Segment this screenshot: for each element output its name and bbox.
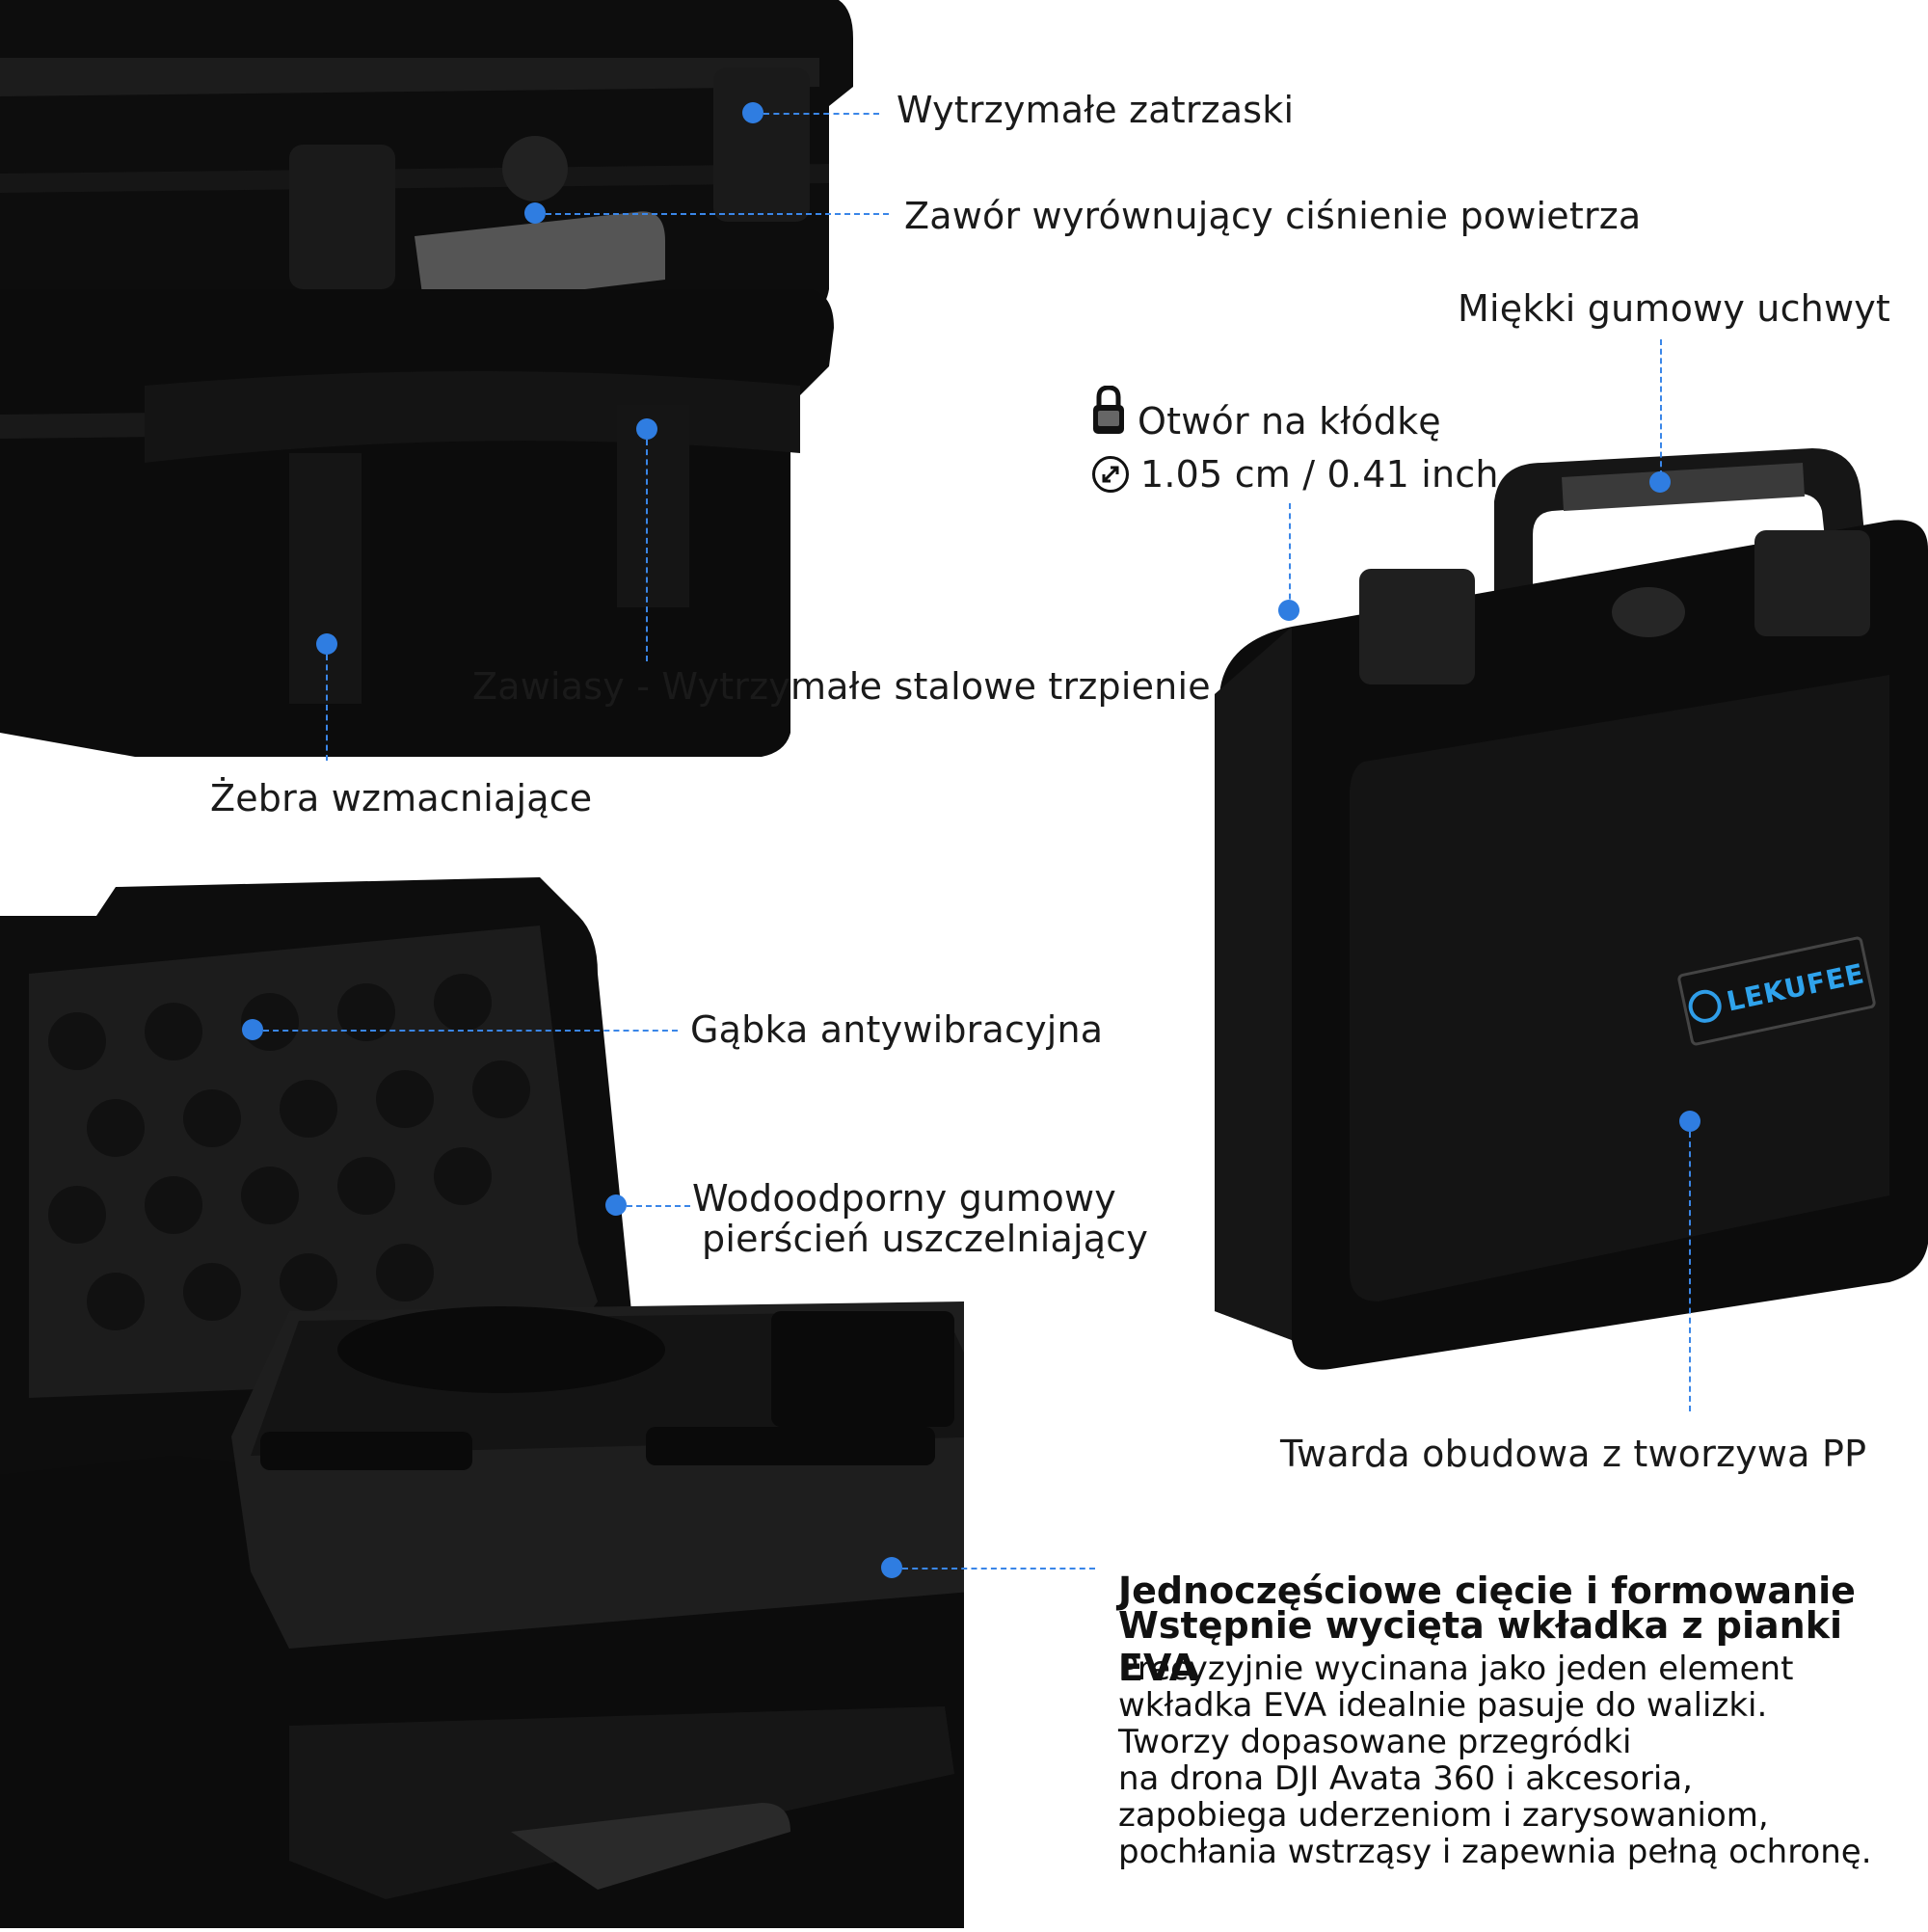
- stacked-cases-drawing: [0, 0, 853, 757]
- lock-hole-label: Otwór na kłódkę: [1138, 400, 1441, 443]
- seal-label-line1: Wodoodporny gumowy: [692, 1177, 1116, 1220]
- eva-leader: [902, 1568, 1095, 1570]
- shell-leader: [1689, 1132, 1691, 1411]
- eva-body-line-5: pochłania wstrząsy i zapewnia pełną ochr…: [1118, 1833, 1872, 1871]
- lock-hole-marker: [1278, 600, 1299, 621]
- latches-label: Wytrzymałe zatrzaski: [897, 89, 1295, 131]
- eva-title-line2: Wstępnie wycięta wkładka z pianki EVA: [1118, 1604, 1843, 1689]
- shell-label: Twarda obudowa z tworzywa PP: [1280, 1433, 1867, 1475]
- closed-case-image: [1215, 443, 1928, 1388]
- latches-leader: [763, 113, 879, 115]
- shell-marker: [1679, 1111, 1700, 1132]
- eva-body-line-3: na drona DJI Avata 360 i akcesoria,: [1118, 1759, 1693, 1798]
- foam-leader: [263, 1030, 678, 1032]
- seal-marker: [605, 1194, 627, 1216]
- eva-body-line-4: zapobiega uderzeniom i zarysowaniom,: [1118, 1796, 1769, 1835]
- handle-leader: [1660, 339, 1662, 476]
- eva-body-line-2: Tworzy dopasowane przegródki: [1118, 1723, 1632, 1761]
- lock-size-label: 1.05 cm / 0.41 inch: [1140, 453, 1499, 496]
- ribs-label: Żebra wzmacniające: [210, 777, 593, 819]
- brand-name: LEKUFEE: [1724, 956, 1868, 1018]
- lock-hole-leader: [1289, 503, 1291, 609]
- diameter-icon: [1092, 456, 1129, 493]
- valve-label: Zawór wyrównujący ciśnienie powietrza: [904, 195, 1642, 237]
- eva-body-line-0: Precyzyjnie wycinana jako jeden element: [1118, 1650, 1794, 1688]
- brand-logo-icon: [1685, 986, 1726, 1026]
- handle-marker: [1649, 471, 1671, 493]
- hinges-marker: [636, 418, 657, 440]
- latches-marker: [742, 102, 763, 123]
- ribs-marker: [316, 633, 337, 655]
- ribs-leader: [326, 655, 328, 761]
- handle-label: Miękki gumowy uchwyt: [1458, 287, 1891, 330]
- hinges-leader: [646, 440, 648, 661]
- foam-label: Gąbka antywibracyjna: [690, 1008, 1104, 1051]
- seal-leader: [627, 1205, 690, 1207]
- seal-label-line2: pierścień uszczelniający: [702, 1218, 1149, 1260]
- eva-title-line1: Jednoczęściowe cięcie i formowanie: [1118, 1570, 1856, 1612]
- eva-body-line-1: wkładka EVA idealnie pasuje do walizki.: [1118, 1686, 1768, 1725]
- eva-marker: [881, 1557, 902, 1578]
- open-case-drawing: [0, 877, 1012, 1928]
- hinges-label: Zawiasy - Wytrzymałe stalowe trzpienie: [472, 665, 1211, 708]
- valve-leader: [546, 213, 889, 215]
- stacked-cases-image: [0, 0, 858, 762]
- foam-marker: [242, 1019, 263, 1040]
- lock-icon: [1091, 385, 1126, 436]
- closed-case-drawing: [1215, 448, 1928, 1370]
- open-case-image: [0, 858, 1012, 1928]
- valve-marker: [524, 202, 546, 224]
